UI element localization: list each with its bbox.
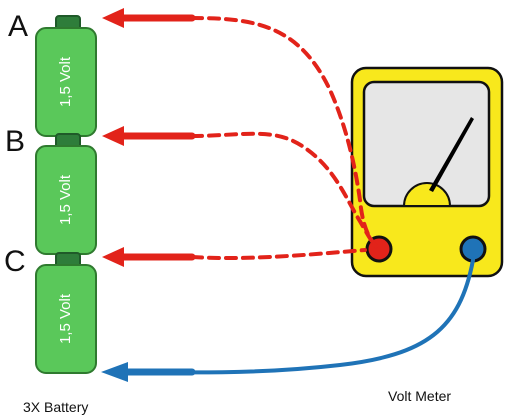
meter-caption: Volt Meter (388, 388, 451, 404)
battery-cell-label-3: 1,5 Volt (57, 293, 74, 344)
voltmeter-needle (429, 117, 474, 192)
battery-caption: 3X Battery (23, 399, 88, 415)
battery-stack: 1,5 Volt 1,5 Volt 1,5 Volt (35, 15, 97, 374)
red-dashed-probe-paths (190, 16, 378, 261)
blue-wire (116, 258, 475, 375)
blue-arrow-head (101, 362, 128, 382)
arrow-c-head (102, 247, 124, 267)
dashed-path-b (190, 131, 378, 248)
dashed-path-a (190, 16, 378, 248)
battery-cell-3 (35, 264, 97, 374)
voltmeter (350, 66, 504, 278)
point-label-b: B (5, 125, 25, 158)
arrow-b-head (102, 126, 124, 146)
point-label-a: A (8, 10, 28, 43)
battery-cell-label-1: 1,5 Volt (57, 56, 74, 107)
point-label-c: C (4, 245, 26, 278)
arrow-a-head (102, 8, 124, 28)
blue-terminal (459, 235, 487, 263)
battery-cell-label-2: 1,5 Volt (57, 174, 74, 225)
dashed-path-c (190, 248, 367, 261)
voltmeter-needle-hub (402, 182, 452, 207)
blue-probe-wire (101, 258, 475, 382)
red-point-arrows (102, 8, 196, 267)
